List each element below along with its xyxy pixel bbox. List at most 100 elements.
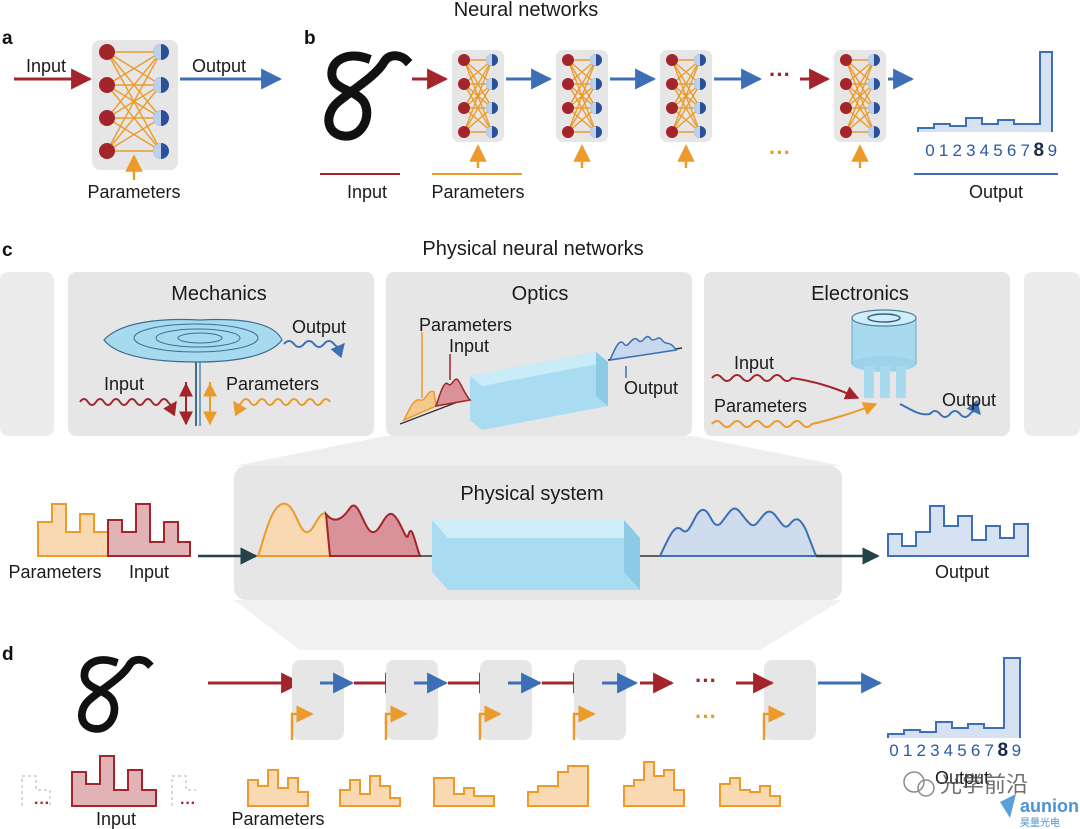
optics-title: Optics bbox=[512, 283, 569, 305]
mechanics-parameters-wave bbox=[233, 398, 331, 417]
optics-parameter-pulse bbox=[402, 390, 437, 422]
system-to-panel-d-funnel bbox=[234, 600, 842, 650]
panel-d-layer-block bbox=[292, 660, 344, 740]
optics-to-system-funnel bbox=[234, 436, 842, 466]
panel-letter-a: a bbox=[2, 28, 13, 49]
panel-d-param-arrow bbox=[762, 705, 786, 724]
panel-d-parameter-histogram bbox=[247, 769, 309, 807]
system-output-histogram bbox=[887, 505, 1029, 557]
vibrating-membrane-illustration bbox=[103, 318, 283, 426]
panel-d-input-ellipsis-left: ··· bbox=[34, 795, 50, 812]
optics-input-pulse bbox=[434, 378, 472, 407]
panel-d-output-label: Output bbox=[935, 768, 989, 788]
system-input-label: Input bbox=[129, 562, 169, 582]
panel-letter-b: b bbox=[304, 28, 316, 49]
neural-networks-title: Neural networks bbox=[454, 0, 599, 21]
panel-d-layer-block bbox=[764, 660, 816, 740]
panel-a-output-label: Output bbox=[192, 56, 246, 76]
panel-b-digit-5: 5 bbox=[993, 141, 1002, 160]
system-glass-block bbox=[432, 520, 640, 590]
panel-d-parameter-histogram bbox=[719, 777, 781, 807]
panel-d-digit-2: 2 bbox=[916, 741, 925, 760]
panel-b-digit-4: 4 bbox=[980, 141, 989, 160]
electronics-input-label: Input bbox=[734, 353, 774, 373]
panel-b-layer-n bbox=[833, 49, 887, 143]
panel-d-layer-block bbox=[386, 660, 438, 740]
physical-neural-networks-title: Physical neural networks bbox=[422, 238, 643, 260]
optics-output-pulse bbox=[608, 335, 678, 361]
panel-d-handwritten-digit-8-image bbox=[82, 660, 148, 729]
panel-letter-d: d bbox=[2, 644, 14, 665]
handwritten-digit-8-image bbox=[329, 56, 406, 136]
physical-system-title: Physical system bbox=[460, 483, 603, 505]
mechanics-title: Mechanics bbox=[171, 283, 267, 305]
panel-b-digit-2: 2 bbox=[952, 141, 961, 160]
panel-d-parameter-histogram bbox=[527, 765, 589, 807]
electronics-input-wave bbox=[711, 374, 860, 400]
panel-d-ellipsis: ··· bbox=[695, 668, 717, 693]
system-parameter-pulse bbox=[256, 502, 332, 557]
mechanics-output-label: Output bbox=[292, 317, 346, 337]
watermark-logo: 光学前沿 aunion 昊量光电 bbox=[903, 771, 1079, 829]
panel-b-digit-1: 1 bbox=[939, 141, 948, 160]
system-input-pulse bbox=[324, 504, 422, 557]
panel-b-digit-9: 9 bbox=[1048, 141, 1057, 160]
panel-d-parameter-histogram bbox=[623, 761, 685, 807]
panel-d-digit-8: 8 bbox=[998, 740, 1009, 761]
panel-d-digit-9: 9 bbox=[1012, 741, 1021, 760]
system-parameters-label: Parameters bbox=[8, 562, 101, 582]
mechanics-output-wave bbox=[283, 340, 345, 359]
panel-d-parameter-histogram bbox=[339, 775, 401, 807]
panel-d-param-arrow bbox=[478, 705, 502, 724]
system-output-pulse bbox=[658, 507, 818, 557]
panel-a-network bbox=[92, 40, 178, 170]
electronics-output-label: Output bbox=[942, 390, 996, 410]
mechanics-card: Mechanics Output Input Parameters bbox=[68, 272, 374, 436]
panel-d-parameters-label: Parameters bbox=[231, 809, 324, 829]
electronics-title: Electronics bbox=[811, 283, 909, 305]
panel-d-digit-3: 3 bbox=[930, 741, 939, 760]
electronics-parameters-wave bbox=[711, 402, 878, 428]
panel-d-physical-layers bbox=[290, 660, 816, 740]
panel-d-input-histogram: ··· ··· bbox=[21, 755, 196, 812]
panel-d-param-arrow bbox=[290, 705, 314, 724]
panel-b-digit-3: 3 bbox=[966, 141, 975, 160]
panel-d-digit-0: 0 bbox=[889, 741, 898, 760]
panel-d-layer-block bbox=[574, 660, 626, 740]
panel-d-layer-block bbox=[480, 660, 532, 740]
electronics-output-wave bbox=[899, 399, 981, 418]
panel-b-param-ellipsis: ··· bbox=[769, 140, 791, 165]
panel-d-digit-6: 6 bbox=[971, 741, 980, 760]
panel-d-param-arrow bbox=[384, 705, 408, 724]
panel-d-param-arrow bbox=[572, 705, 596, 724]
faded-side-card-right bbox=[1024, 272, 1080, 436]
panel-d-output-histogram bbox=[887, 657, 1021, 738]
panel-b-digit-0: 0 bbox=[925, 141, 934, 160]
panel-d-digit-1: 1 bbox=[903, 741, 912, 760]
panel-d-input-label: Input bbox=[96, 809, 136, 829]
mechanics-parameters-label: Parameters bbox=[226, 374, 319, 394]
panel-letter-c: c bbox=[2, 240, 13, 261]
panel-b-output-label: Output bbox=[969, 182, 1023, 202]
transistor-illustration bbox=[851, 309, 917, 398]
panel-b-ellipsis: ··· bbox=[769, 62, 791, 87]
panel-b-digit-6: 6 bbox=[1007, 141, 1016, 160]
panel-d-digit-7: 7 bbox=[984, 741, 993, 760]
panel-b-layer-1 bbox=[451, 49, 505, 143]
panel-b-output-histogram bbox=[917, 51, 1053, 132]
optics-card: Optics Parameters Input Output bbox=[386, 272, 692, 436]
watermark-brand-sub: 昊量光电 bbox=[1020, 816, 1060, 829]
mechanics-input-label: Input bbox=[104, 374, 144, 394]
system-output-label: Output bbox=[935, 562, 989, 582]
panel-b-layer-2 bbox=[555, 49, 609, 143]
optics-parameters-label: Parameters bbox=[419, 315, 512, 335]
electronics-parameters-label: Parameters bbox=[714, 396, 807, 416]
panel-b-digit-7: 7 bbox=[1020, 141, 1029, 160]
panel-d-parameter-histogram bbox=[433, 777, 495, 807]
system-input-histogram bbox=[107, 503, 191, 557]
mechanics-input-wave bbox=[79, 398, 177, 417]
watermark-text: 光学前沿 bbox=[940, 772, 1028, 797]
